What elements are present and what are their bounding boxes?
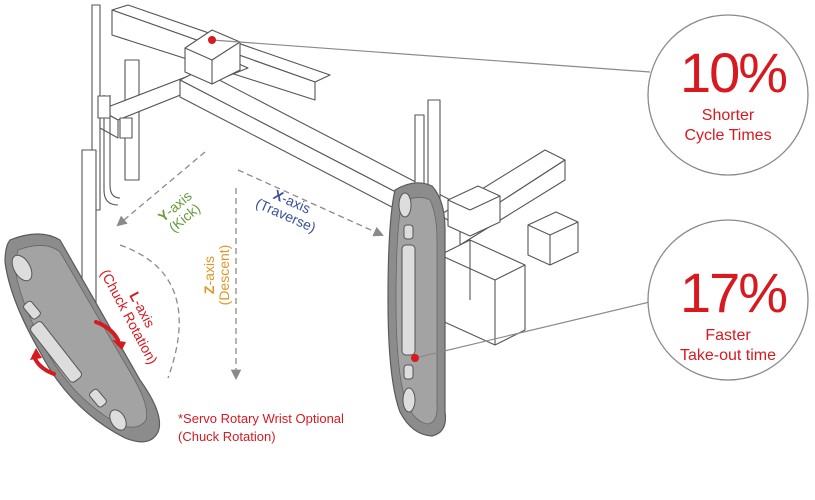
stat-circle-1: 10% Shorter Cycle Times — [647, 14, 809, 176]
stat-1-line2: Cycle Times — [684, 127, 771, 144]
callout-lines — [211, 39, 659, 359]
svg-text:Z-axis: Z-axis — [201, 256, 217, 294]
rotation-arrow-cw — [94, 320, 120, 342]
stat-1-value: 10% — [680, 41, 786, 104]
rotation-arrows — [30, 320, 126, 376]
stat-2-line1: Faster — [705, 327, 751, 344]
x-axis-label: X-axis (Traverse) — [253, 186, 318, 235]
l-axis-arc — [119, 244, 180, 379]
y-axis-arrow — [116, 151, 206, 227]
callout-dot-bottom — [411, 354, 419, 362]
svg-text:X-axis: X-axis — [271, 186, 313, 216]
stat-1-line1: Shorter — [702, 107, 755, 124]
left-bumper-part — [4, 233, 161, 443]
footnote-line2: (Chuck Rotation) — [178, 429, 276, 444]
z-axis-label: Z-axis (Descent) — [201, 245, 232, 306]
footnote-line1: *Servo Rotary Wrist Optional — [178, 411, 344, 426]
footnote: *Servo Rotary Wrist Optional (Chuck Rota… — [178, 411, 344, 444]
x-axis-arrow — [237, 169, 384, 237]
callout-dot-top — [208, 36, 216, 44]
stat-circle-2: 17% Faster Take-out time — [647, 219, 809, 381]
stat-2-value: 17% — [680, 261, 786, 324]
y-axis-label: Y-axis (Kick) — [155, 188, 204, 236]
robot-frame — [81, 4, 579, 346]
right-bumper-part — [387, 182, 447, 437]
svg-text:(Descent): (Descent) — [216, 245, 232, 306]
axis-arrows — [116, 151, 384, 381]
stat-2-line2: Take-out time — [680, 347, 776, 364]
